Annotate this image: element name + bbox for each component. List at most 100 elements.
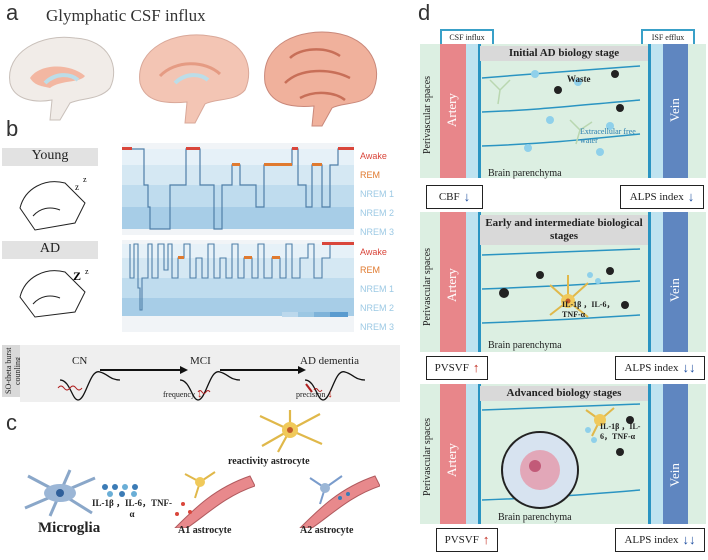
stage2-cells (481, 248, 641, 324)
svg-text:z: z (85, 267, 89, 276)
stage1-vein-lumen (648, 44, 663, 178)
stage2-brain-parenchyma: Brain parenchyma (488, 340, 562, 351)
stage1-artery-label: Artery (444, 93, 459, 127)
cytokine-dots-icon (102, 484, 138, 497)
stage3-cells (481, 403, 641, 509)
pvsvf-up-arrow-icon-1: ↑ (472, 360, 480, 375)
stage2-artery-lumen (466, 212, 481, 352)
panel-c-letter: c (6, 410, 17, 435)
young-hypnogram (122, 143, 354, 235)
pvsvf-up-arrow-icon-2: ↑ (482, 532, 490, 547)
svg-text:z: z (83, 175, 87, 184)
stage-rem-top: REM (360, 170, 380, 180)
stage1-vein (662, 44, 688, 178)
stage3-artery-lumen (466, 384, 481, 524)
alps-double-down-arrow-icon-3: ↓↓ (682, 532, 696, 547)
stage-nrem2-top: NREM 2 (360, 208, 395, 218)
precision-text: precision (296, 390, 326, 399)
stage-nrem3-top: NREM 3 (360, 227, 395, 237)
brain-1-icon (9, 36, 115, 121)
ad-label: AD (2, 241, 98, 259)
panel-a-letter: a (6, 0, 19, 25)
stage2-perivascular: Perivascular spaces (422, 247, 433, 327)
stage1-title: Initial AD biology stage (480, 46, 648, 61)
stage-rem-bottom: REM (360, 265, 380, 275)
reactivity-astrocyte-icon (259, 410, 323, 453)
alps-label-2: ALPS index (624, 362, 679, 374)
alps-label-1: ALPS index (629, 191, 684, 203)
stage-nrem2-bottom: NREM 2 (360, 303, 395, 313)
cn-label: CN (72, 355, 88, 367)
ad-sleeper-icon: Z z (19, 267, 89, 318)
so-coupling-box (2, 345, 20, 397)
a2-astrocyte-label: A2 astrocyte (300, 525, 354, 536)
reactivity-astrocyte-label: reactivity astrocyte (228, 456, 310, 467)
alps-box-2: ALPS index ↓↓ (615, 356, 705, 380)
brain-3-icon (264, 31, 378, 127)
frequency-down-arrow-icon: ↓ (196, 388, 203, 400)
stage1-extracellular: Extracellular free water (580, 127, 636, 145)
mci-label: MCI (190, 355, 211, 367)
stage-nrem1-top: NREM 1 (360, 189, 395, 199)
stage1-artery (440, 44, 466, 178)
alps-label-3: ALPS index (624, 534, 679, 546)
stage-awake-top: Awake (360, 151, 387, 161)
stage-nrem3-bottom: NREM 3 (360, 322, 395, 332)
pvsvf-box-1: PVSVF ↑ (426, 356, 488, 380)
pvsvf-label-2: PVSVF (444, 534, 479, 546)
stage2-vein (662, 212, 688, 352)
young-sleeper-icon: z z (19, 175, 87, 231)
pvsvf-box-2: PVSVF ↑ (436, 528, 498, 552)
precision-down-arrow-icon: ↓ (327, 388, 333, 400)
stage3-title: Advanced biology stages (480, 386, 648, 401)
stage3-vein-label: Vein (667, 463, 682, 487)
panel-b-letter: b (6, 116, 19, 141)
microglia-icon (24, 469, 96, 517)
cbf-label: CBF (438, 191, 460, 203)
stage2-vein-lumen (648, 212, 663, 352)
brain-illustrations (9, 31, 378, 127)
stage1-flow-arrows (481, 65, 641, 156)
panel-d-letter: d (418, 0, 431, 25)
microglia-label: Microglia (38, 520, 101, 536)
frequency-label: frequency ↓ (163, 388, 202, 400)
stage2-artery-label: Artery (444, 268, 459, 302)
panel-c-cytokines: IL-1β ，IL-6，TNF-α (92, 498, 172, 519)
cbf-box: CBF ↓ (426, 185, 483, 209)
stage3-artery-label: Artery (444, 443, 459, 477)
stage2-artery (440, 212, 466, 352)
pvsvf-label-1: PVSVF (434, 362, 469, 374)
stage3-artery (440, 384, 466, 524)
stage3-perivascular: Perivascular spaces (422, 417, 433, 497)
so-waves (57, 366, 366, 401)
ad-dementia-label: AD dementia (300, 355, 359, 367)
stage3-brain-parenchyma: Brain parenchyma (498, 512, 572, 523)
cbf-down-arrow-icon: ↓ (463, 189, 471, 204)
stage1-waste: Waste (567, 74, 591, 84)
brain-2-icon (139, 34, 250, 124)
panel-a-title: Glymphatic CSF influx (46, 6, 206, 25)
stage2-cytokines: IL-1β ，IL-6，TNF-α (562, 300, 615, 319)
stage3-vein-lumen (648, 384, 663, 524)
stage-nrem1-bottom: NREM 1 (360, 284, 395, 294)
stage3-cytokines: IL-1β ，IL-6，TNF-α (600, 422, 641, 441)
stage1-brain-parenchyma: Brain parenchyma (488, 168, 562, 179)
a2-astrocyte-icon (299, 475, 380, 528)
young-label: Young (2, 148, 98, 166)
alps-double-down-arrow-icon-2: ↓↓ (682, 360, 696, 375)
svg-text:z: z (75, 182, 79, 192)
stage1-artery-lumen (466, 44, 481, 178)
a1-astrocyte-icon (174, 471, 255, 528)
svg-text:Z: Z (73, 269, 81, 283)
stage2-title: Early and intermediate biological stages (480, 215, 648, 245)
stage2-vein-label: Vein (667, 278, 682, 302)
stage3-vein (662, 384, 688, 524)
stage1-vein-label: Vein (667, 98, 682, 122)
so-coupling-panel (20, 345, 400, 402)
alps-down-arrow-icon-1: ↓ (687, 189, 695, 204)
stage1-perivascular: Perivascular spaces (422, 75, 433, 155)
a1-astrocyte-label: A1 astrocyte (178, 525, 232, 536)
ad-hypnogram (122, 240, 354, 332)
stage-awake-bottom: Awake (360, 247, 387, 257)
alps-box-1: ALPS index ↓ (620, 185, 704, 209)
